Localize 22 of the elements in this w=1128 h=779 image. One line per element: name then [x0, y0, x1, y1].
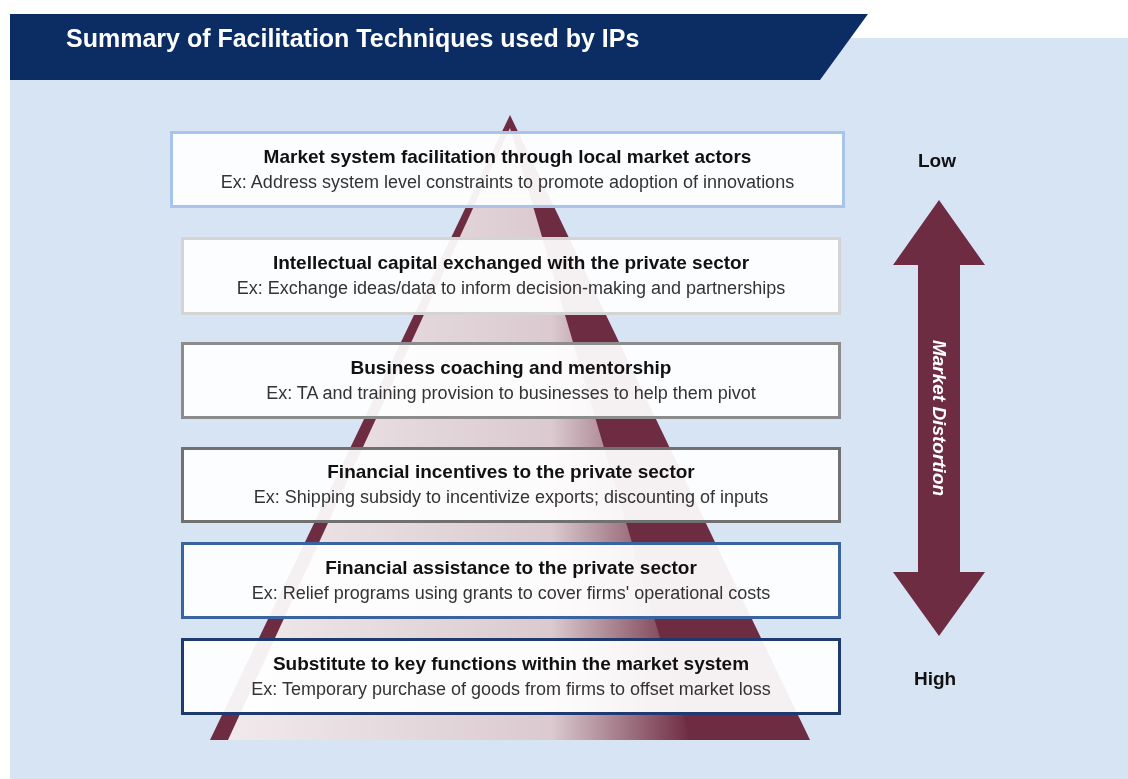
title: Summary of Facilitation Techniques used by IPs — [66, 24, 640, 53]
technique-heading: Intellectual capital exchanged with the private sector — [272, 251, 750, 275]
technique-box — [181, 342, 841, 419]
example-text: Ex: Temporary purchase of goods from firms to offset market loss — [251, 677, 771, 701]
technique-box — [181, 237, 841, 315]
technique-box — [181, 447, 841, 523]
technique-heading: Market system facilitation through local market actors — [263, 144, 752, 169]
technique-heading: Substitute to key functions within the market system — [272, 651, 750, 676]
technique-heading: Financial incentives to the private sector — [327, 460, 695, 484]
technique-box — [170, 131, 845, 208]
example-text: Ex: Relief programs using grants to cover firms' operational costs — [251, 581, 771, 605]
arrow-label: Market Distortion — [928, 339, 950, 497]
example-text: Ex: Shipping subsidy to incentivize exports; discounting of inputs — [253, 486, 769, 509]
technique-box — [181, 542, 841, 619]
technique-heading: Financial assistance to the private sector — [325, 555, 697, 580]
scale-label: Low — [918, 150, 956, 172]
technique-heading: Business coaching and mentorship — [350, 355, 672, 380]
example-text: Ex: TA and training provision to businesses to help them pivot — [266, 381, 756, 405]
example-text: Ex: Exchange ideas/data to inform decision-making and partnerships — [236, 277, 786, 300]
example-text: Ex: Address system level constraints to promote adoption of innovations — [220, 170, 795, 194]
technique-box — [181, 638, 841, 715]
scale-label: High — [914, 668, 957, 690]
